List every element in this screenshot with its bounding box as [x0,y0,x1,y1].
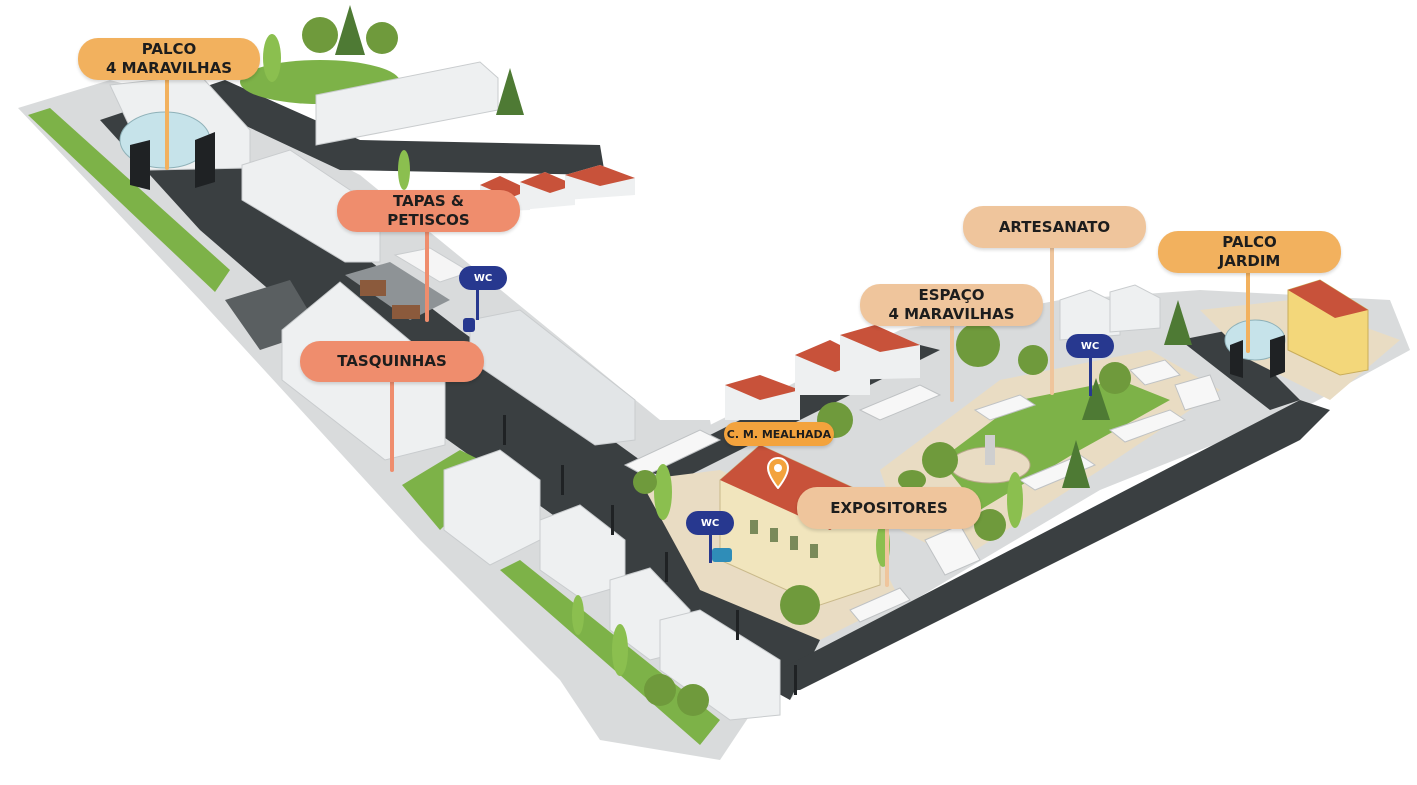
wc-badge-plaza[interactable]: WC [1066,334,1114,358]
grass-strip-left [28,108,230,292]
map-pin-icon[interactable] [767,457,789,489]
label-cm-mealhada-text: C. M. MEALHADA [726,427,832,441]
label-cm-mealhada[interactable]: C. M. MEALHADA [724,422,834,446]
wc-badge-tapas-text: WC [473,272,493,284]
main-road-right [740,400,1330,690]
building-top [315,61,499,146]
statue [985,435,995,465]
label-artesanato-text: ARTESANATO [998,217,1111,236]
label-palco-jardim-text: PALCO JARDIM [1218,233,1281,270]
side-road-top [180,80,605,175]
label-tasquinhas[interactable]: TASQUINHAS [300,341,484,382]
label-espaco-4-maravilhas[interactable]: ESPAÇO 4 MARAVILHAS [860,284,1043,326]
houses-red-roofs-right [725,325,920,420]
pin-tasquinhas [390,380,394,472]
label-palco-4-maravilhas[interactable]: PALCO 4 MARAVILHAS [78,38,260,80]
label-tasquinhas-text: TASQUINHAS [337,352,447,370]
main-road-left [100,100,820,700]
pin-palco-jardim [1246,271,1250,353]
pin-expositores [885,525,889,587]
wc-pin-camara [709,533,712,563]
wc-badge-plaza-text: WC [1080,340,1100,352]
building-long-left [241,149,381,263]
wc-badge-tapas[interactable]: WC [459,266,507,290]
person-icon [463,318,475,332]
label-expositores[interactable]: EXPOSITORES [797,487,981,529]
label-tapas-petiscos[interactable]: TAPAS & PETISCOS [337,190,520,232]
tapas-stalls [345,247,472,320]
stage-jardim [1224,319,1286,378]
wc-badge-camara-text: WC [700,517,720,529]
pin-artesanato [1050,245,1054,395]
palco-jardim-building [1287,279,1369,376]
person-icon [712,548,732,562]
label-tapas-petiscos-text: TAPAS & PETISCOS [387,192,470,229]
pin-palco-4-maravilhas [165,78,169,170]
label-palco-jardim[interactable]: PALCO JARDIM [1158,231,1341,273]
label-palco-4-maravilhas-text: PALCO 4 MARAVILHAS [105,40,233,77]
building-block-d [659,609,781,721]
wc-pin-plaza [1089,356,1092,396]
wc-pin-tapas [476,288,479,320]
pin-tapas-petiscos [425,230,429,322]
label-artesanato[interactable]: ARTESANATO [963,206,1146,248]
street-lamps [503,415,797,695]
label-expositores-text: EXPOSITORES [830,498,948,517]
wc-badge-camara[interactable]: WC [686,511,734,535]
label-espaco-4-maravilhas-text: ESPAÇO 4 MARAVILHAS [888,286,1015,323]
houses-white-right [1059,284,1161,341]
pin-espaco-4-maravilhas [950,322,954,402]
